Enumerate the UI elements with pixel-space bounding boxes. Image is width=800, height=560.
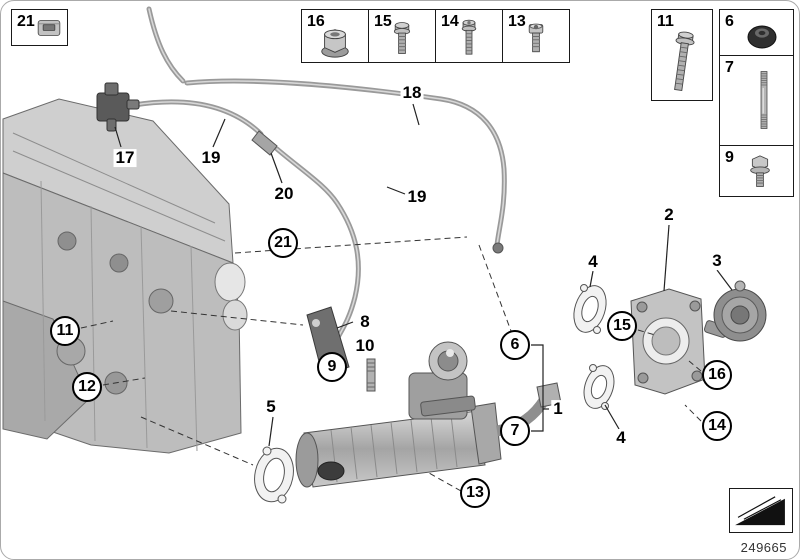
- egr-valve-flange: [630, 288, 706, 395]
- callout-16[interactable]: 16: [702, 360, 732, 390]
- legend-box-21[interactable]: 21: [11, 9, 68, 46]
- legend-box-7[interactable]: 7: [719, 55, 794, 146]
- callout-6[interactable]: 6: [500, 330, 530, 360]
- legend-box-9[interactable]: 9: [719, 145, 794, 197]
- callout-19[interactable]: 19: [199, 148, 223, 168]
- legend-box-14[interactable]: 14: [435, 9, 503, 63]
- callout-5[interactable]: 5: [264, 397, 278, 417]
- socket-screw-icon: [528, 23, 544, 53]
- clip-nut-icon: [37, 20, 61, 36]
- legend-label-15: 15: [374, 13, 392, 30]
- callout-17[interactable]: 17: [113, 148, 137, 168]
- callout-8[interactable]: 8: [358, 312, 372, 332]
- engine-block-drawing: [2, 98, 248, 454]
- legend-box-13[interactable]: 13: [502, 9, 570, 63]
- legend-box-6[interactable]: 6: [719, 9, 794, 56]
- vacuum-valve-17: [96, 82, 140, 132]
- stud-10: [366, 358, 376, 392]
- legend-label-11: 11: [657, 13, 674, 30]
- grommet-icon: [747, 25, 777, 49]
- legend-label-21: 21: [17, 13, 35, 30]
- actuator-3: [703, 280, 767, 342]
- hose-connector-20: [251, 130, 278, 156]
- alignment-lines: [80, 236, 702, 492]
- callout-13[interactable]: 13: [460, 478, 490, 508]
- legend-label-16: 16: [307, 13, 325, 30]
- callout-3[interactable]: 3: [710, 251, 724, 271]
- callout-15[interactable]: 15: [607, 311, 637, 341]
- part-number: 249665: [740, 540, 787, 555]
- callout-20[interactable]: 20: [272, 184, 296, 204]
- callout-11[interactable]: 11: [50, 316, 80, 346]
- callout-12[interactable]: 12: [72, 372, 102, 402]
- hex-bolt-long-icon: [461, 19, 477, 55]
- flange-bolt-icon: [674, 31, 695, 92]
- legend-label-7: 7: [725, 59, 734, 76]
- callout-7[interactable]: 7: [500, 416, 530, 446]
- legend-label-6: 6: [725, 13, 734, 30]
- callout-18[interactable]: 18: [400, 83, 424, 103]
- legend-label-14: 14: [441, 13, 459, 30]
- callout-4[interactable]: 4: [586, 252, 600, 272]
- hex-bolt-icon: [393, 22, 411, 54]
- flange-nut-icon: [321, 29, 349, 58]
- gasket-4-lower: [583, 364, 615, 410]
- flange-bolt-short-icon: [750, 155, 770, 187]
- orientation-symbol-box: [729, 488, 793, 533]
- gasket-4-upper: [573, 284, 607, 334]
- orientation-arrow-icon: [735, 496, 785, 526]
- gasket-5: [254, 446, 294, 504]
- callout-9[interactable]: 9: [317, 352, 347, 382]
- callout-21[interactable]: 21: [268, 228, 298, 258]
- legend-label-13: 13: [508, 13, 526, 30]
- callout-1[interactable]: 1: [551, 399, 565, 419]
- leader-lines: [114, 103, 733, 447]
- callout-19[interactable]: 19: [405, 187, 429, 207]
- legend-box-11[interactable]: 11: [651, 9, 713, 101]
- legend-box-16[interactable]: 16: [301, 9, 369, 63]
- callout-14[interactable]: 14: [702, 411, 732, 441]
- egr-valve-center: [408, 341, 476, 420]
- callout-10[interactable]: 10: [353, 336, 377, 356]
- legend-box-15[interactable]: 15: [368, 9, 436, 63]
- vacuum-hoses: [131, 6, 507, 344]
- callout-4[interactable]: 4: [614, 428, 628, 448]
- stud-icon: [760, 71, 768, 129]
- legend-label-9: 9: [725, 149, 734, 166]
- callout-2[interactable]: 2: [662, 205, 676, 225]
